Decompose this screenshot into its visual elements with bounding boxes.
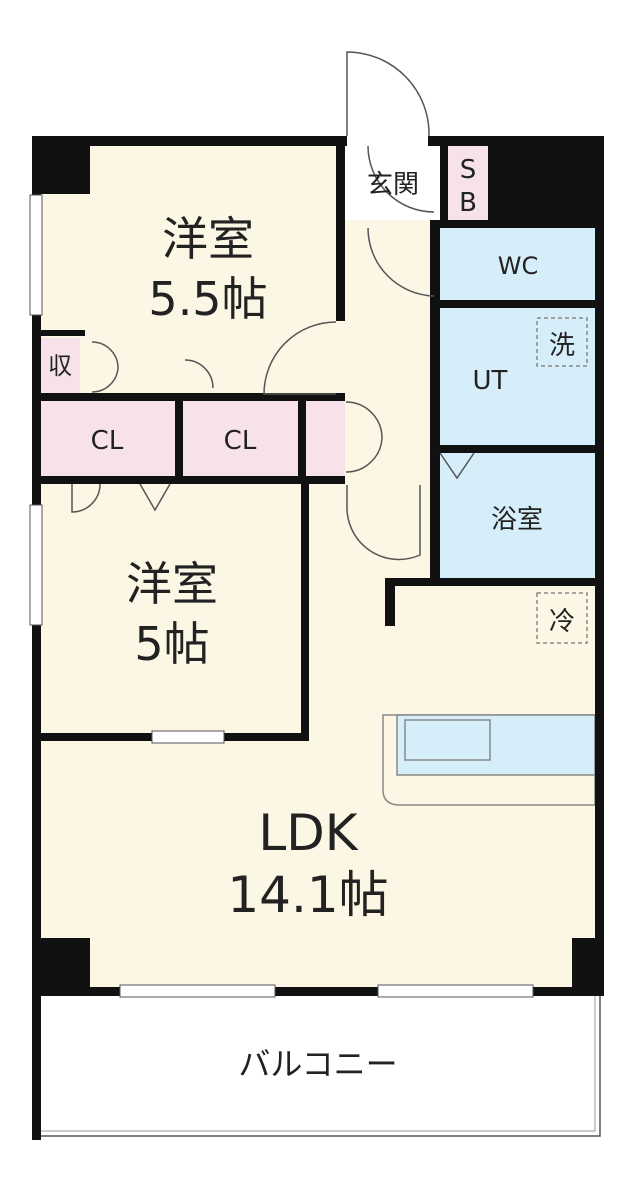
- window-ldk-left: [119, 984, 276, 998]
- shoe-box-label-top: S: [460, 155, 477, 185]
- pillar-top-right: [488, 136, 603, 226]
- kitchen-counter: [382, 714, 596, 806]
- closet-right-floor: [182, 400, 298, 476]
- wall-kitchen-stub: [385, 578, 395, 626]
- room-b-closet-door-v: [139, 483, 171, 512]
- utility-floor: [440, 308, 595, 445]
- balcony-label: バルコニー: [238, 1045, 397, 1083]
- closet-door-a: [91, 341, 119, 393]
- balcony-rail-inner: [41, 996, 596, 1132]
- wall-wc-bottom: [430, 300, 600, 308]
- wall-entrance-right: [440, 145, 448, 225]
- wall-closet-divider-a: [175, 398, 183, 482]
- fridge-label: 冷: [549, 607, 575, 637]
- wall-ut-bottom: [430, 445, 600, 453]
- wall-wc-top: [430, 220, 600, 228]
- wall-bath-bottom: [385, 578, 600, 586]
- floor-areas: [40, 145, 600, 1135]
- pillar-bottom-right: [572, 938, 604, 996]
- wall-room-b-right: [301, 483, 309, 741]
- western-room-a-size: 5.5帖: [148, 272, 267, 326]
- ldk-name: LDK: [258, 804, 358, 862]
- western-room-a-name: 洋室: [162, 212, 254, 266]
- room-b-closet-door: [71, 483, 101, 513]
- washer-space: [536, 317, 588, 367]
- ldk-size: 14.1帖: [227, 866, 388, 924]
- wall-closet-bottom: [40, 476, 345, 484]
- shoe-box-label-bottom: B: [459, 188, 477, 218]
- hall-door: [346, 485, 421, 561]
- windows: [29, 194, 534, 998]
- front-door: [346, 51, 430, 137]
- pillar-bottom-left: [32, 938, 90, 996]
- wall-right: [595, 136, 604, 996]
- fixtures: [536, 317, 588, 644]
- shoe-box-floor: [447, 145, 489, 220]
- bath-floor: [440, 453, 595, 578]
- western-room-b-size: 5帖: [134, 617, 209, 671]
- entrance-door-swing: [367, 145, 435, 213]
- sink: [404, 719, 491, 761]
- wc-label: WC: [498, 252, 539, 280]
- closet-small-door: [345, 401, 383, 473]
- wall-top-left: [32, 136, 347, 146]
- closet-small-floor: [305, 400, 345, 476]
- balcony-rail-left: [32, 995, 41, 1140]
- balcony-rail-outline: [41, 996, 601, 1137]
- storage-floor: [40, 338, 80, 393]
- labels: 洋室 5.5帖 洋室 5帖 LDK 14.1帖 玄関 S B WC UT 浴室 …: [48, 155, 575, 1083]
- western-room-b-name: 洋室: [126, 557, 218, 611]
- closet-left-floor: [40, 400, 175, 476]
- balcony-floor: [40, 995, 600, 1135]
- doors: [71, 51, 475, 561]
- bath-door: [439, 452, 475, 480]
- fridge-space: [536, 592, 588, 644]
- closet-left-label: CL: [91, 426, 124, 456]
- window-ldk-right: [377, 984, 534, 998]
- entrance-label: 玄関: [367, 170, 419, 200]
- wc-floor: [440, 228, 595, 300]
- window-room-b-bottom: [151, 730, 225, 744]
- wc-door: [367, 227, 435, 297]
- wall-storage-top: [40, 330, 85, 336]
- room-a-door-b: [184, 359, 214, 389]
- window-room-b: [29, 504, 43, 626]
- utility-label: UT: [473, 366, 508, 396]
- entrance-floor: [345, 145, 445, 220]
- bath-label: 浴室: [491, 505, 543, 535]
- storage-label: 収: [48, 352, 72, 380]
- washer-label: 洗: [549, 331, 575, 361]
- wall-room-a-bottom: [40, 393, 345, 401]
- closet-right-label: CL: [224, 426, 257, 456]
- balcony-rail: [32, 995, 601, 1140]
- wall-wet-left: [430, 220, 440, 580]
- window-room-a: [29, 194, 43, 316]
- room-a-door: [263, 321, 337, 395]
- pillar-top-left: [32, 136, 90, 194]
- wall-closet-divider-b: [298, 398, 306, 482]
- wall-bottom: [32, 987, 604, 996]
- wall-room-a-right: [336, 146, 345, 321]
